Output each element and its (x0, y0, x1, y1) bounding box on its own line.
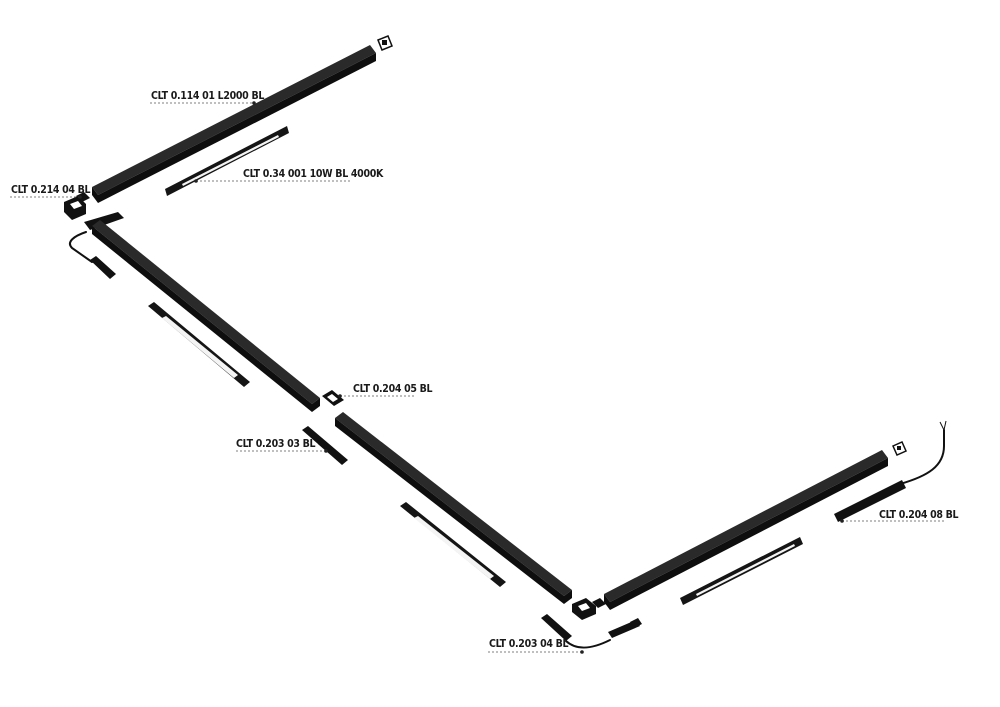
lamp-module-right (680, 537, 803, 605)
label-lamp-10w: CLT 0.34 001 10W BL 4000K (243, 168, 384, 180)
straight-connector-middle (322, 390, 344, 406)
lamp-module-middle (400, 502, 506, 587)
lamp-module-top (165, 126, 289, 196)
end-cap-right (892, 441, 907, 456)
end-cap-top (377, 35, 393, 51)
label-straight-connector: CLT 0.204 05 BL (353, 383, 433, 395)
label-corner-connector: CLT 0.214 04 BL (11, 184, 91, 196)
rail-diagonal-middle (335, 412, 572, 604)
leader-lines (10, 101, 944, 654)
label-feed-bottom: CLT 0.203 04 BL (489, 638, 569, 650)
rail-diagonal-left (92, 220, 320, 412)
lamp-module-left (148, 302, 250, 387)
feed-module-bottom (541, 614, 642, 649)
rail-top-segment (92, 45, 376, 203)
rail-right-segment (604, 450, 888, 610)
corner-connector-bottom (572, 598, 606, 620)
corner-connector-top-left (64, 192, 124, 230)
label-end-feed: CLT 0.204 08 BL (879, 509, 959, 521)
label-feed-left: CLT 0.203 03 BL (236, 438, 316, 450)
feed-module-middle (302, 426, 348, 465)
end-feed-right (834, 420, 947, 522)
feed-cable-left (68, 231, 116, 279)
label-rail-2000: CLT 0.114 01 L2000 BL (151, 90, 265, 102)
